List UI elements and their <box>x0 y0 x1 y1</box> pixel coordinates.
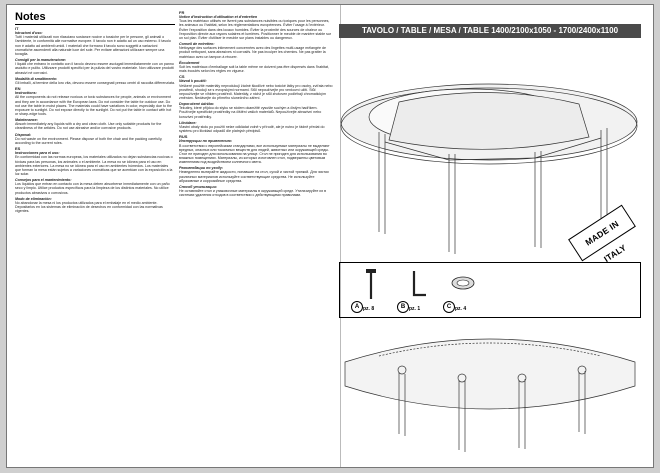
instruction-sheet: Notes IT Istruzioni d'uso: Tutti i mater… <box>6 4 654 468</box>
section-subtitle: Instructions: <box>15 91 37 96</box>
section-body: Soit les matériaux d'emballage soit la t… <box>179 64 329 74</box>
section-subtitle: Modalità di smaltimento: <box>15 76 58 81</box>
section-subtitle: Modo de eliminación: <box>15 196 52 201</box>
notes-title: Notes <box>15 11 175 25</box>
pad-icon <box>451 276 475 290</box>
table-drawing <box>340 83 638 254</box>
section-body: Tous les matériaux utilisés ne livrent p… <box>179 19 332 40</box>
section-body: Не оставляйте стол и упаковочные материа… <box>179 189 327 198</box>
product-title: TAVOLO / TABLE / MESA / TABLE 1400/2100x… <box>339 24 641 38</box>
section-subtitle: Doporučené údržba: <box>179 102 214 107</box>
section-subtitle: Disposal: <box>15 132 32 137</box>
part-qty: pz. 1 <box>409 306 421 312</box>
notes-section: CS Návod k použití: Veškeré použité mate… <box>179 75 334 100</box>
notes-section: Maintenance: Absorb immediately any liqu… <box>15 118 175 130</box>
section-body: Tutti i materiali utilizzati non rilasci… <box>15 35 171 56</box>
notes-section: Consejos para el mantenimiento: Los líqu… <box>15 178 175 195</box>
section-subtitle: Notice d'instruction d'utilisation et d'… <box>179 15 258 20</box>
section-subtitle: Consigli per la manutenzione: <box>15 58 67 63</box>
parts-legend: A pz. 8 B pz. 1 C pz. 4 <box>339 262 641 318</box>
notes-section: Doporučené údržba: Tekutiny, které přijd… <box>179 102 334 119</box>
notes-section: EN Instructions: All the components do n… <box>15 86 175 116</box>
part-letter: B <box>397 301 409 313</box>
section-subtitle: Рекомендации по уходу: <box>179 166 224 171</box>
table-top-edge <box>340 87 638 165</box>
section-subtitle: Conseil de entretien: <box>179 42 215 47</box>
section-body: Gli imballi, al termine della loro vita,… <box>15 80 175 85</box>
upside-down-top <box>344 338 636 410</box>
notes-section: Modo de eliminación: No abandonar la mes… <box>15 197 175 214</box>
notes-column-left: Notes IT Istruzioni d'uso: Tutti i mater… <box>15 11 175 461</box>
section-body: Do not waste on the environment. Please … <box>15 136 163 145</box>
notes-section: Likvidace: Vlastní obaly stolu po použit… <box>179 121 334 133</box>
notes-section: FR Notice d'instruction d'utilisation et… <box>179 11 334 40</box>
section-body: All the components do not release noxiou… <box>15 95 172 116</box>
page-fold <box>340 5 341 467</box>
section-body: Absorb immediately any liquids with a dr… <box>15 122 162 131</box>
notes-section: IT Istruzioni d'uso: Tutti i materiali u… <box>15 26 175 56</box>
section-lang: RUS <box>179 134 188 140</box>
section-subtitle: Consejos para el mantenimiento: <box>15 178 72 183</box>
notes-section: ES Instrucciones para el uso: En conform… <box>15 146 175 176</box>
section-body: Tekutiny, které přijdou do styku se stol… <box>179 106 322 119</box>
section-lang: ES <box>15 146 21 152</box>
section-lang: EN <box>15 86 21 92</box>
section-subtitle: Écoulement <box>179 60 200 65</box>
part-letter: C <box>443 301 455 313</box>
section-subtitle: Istruzioni d'uso: <box>15 31 43 36</box>
section-subtitle: Инструкции по применению: <box>179 139 233 144</box>
section-subtitle: Способ утилизации: <box>179 184 217 189</box>
section-body: En conformidad con las normas europeas, … <box>15 155 173 176</box>
notes-section: RUS Инструкции по применению: В соответс… <box>179 134 334 165</box>
section-subtitle: Instrucciones para el uso: <box>15 151 60 156</box>
notes-section: Рекомендации по уходу: Немедленно вытира… <box>179 166 334 183</box>
section-body: Veškeré použité materiály neprodukují žá… <box>179 83 333 100</box>
section-lang: FR <box>179 11 185 15</box>
allen-key-icon <box>412 271 426 297</box>
section-body: Немедленно вытирайте жидкости, попавшие … <box>179 170 329 183</box>
section-body: No abandonar la mesa ni los productos ut… <box>15 200 163 214</box>
section-subtitle: Likvidace: <box>179 120 197 125</box>
notes-section: Consigli per la manutenzione: I liquidi … <box>15 58 175 75</box>
screw-icon <box>366 269 376 299</box>
section-body: Vlastní obaly stolu po použití nelze odk… <box>179 124 325 134</box>
section-body: Nettoyage des surfaces intimement concer… <box>179 46 327 59</box>
part-c: C pz. 4 <box>442 267 484 313</box>
notes-section: Conseil de entretien: Nettoyage des surf… <box>179 42 334 59</box>
notes-section: Écoulement Soit les matériaux d'emballag… <box>179 61 334 73</box>
part-qty: pz. 8 <box>363 306 375 312</box>
part-a: A pz. 8 <box>350 267 392 313</box>
part-b: B pz. 1 <box>396 267 438 313</box>
notes-section: Disposal: Do not waste on the environmen… <box>15 133 175 145</box>
part-letter: A <box>351 301 363 313</box>
section-lang: CS <box>179 74 185 80</box>
notes-column-right: FR Notice d'instruction d'utilisation et… <box>179 11 334 461</box>
assembly-drawing <box>344 338 636 452</box>
section-subtitle: Návod k použití: <box>179 79 207 84</box>
section-body: В соответствии с европейскими стандартам… <box>179 143 330 165</box>
part-qty: pz. 4 <box>455 306 467 312</box>
section-lang: IT <box>15 26 19 31</box>
notes-section: Modalità di smaltimento: Gli imballi, al… <box>15 77 175 85</box>
section-subtitle: Maintenance: <box>15 118 38 123</box>
section-body: Los líquidos que entran en contacto con … <box>15 182 170 195</box>
notes-section: Способ утилизации: Не оставляйте стол и … <box>179 185 334 197</box>
section-body: I liquidi che entrano in contatto con il… <box>15 62 174 75</box>
extension-leaf <box>388 92 590 150</box>
